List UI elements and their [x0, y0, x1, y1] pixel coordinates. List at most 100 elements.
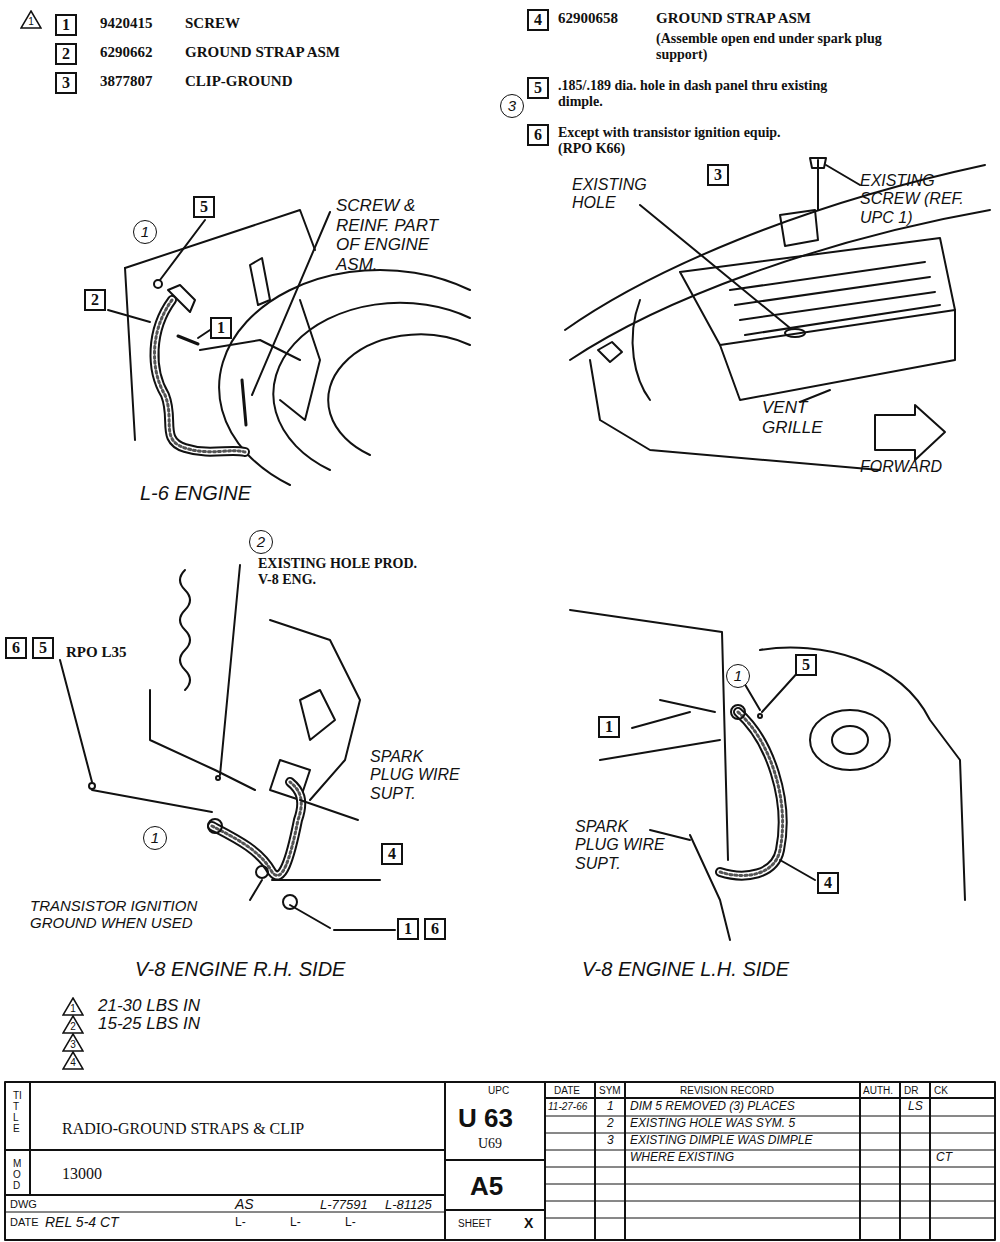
upc-code: U 63	[458, 1104, 513, 1134]
torque-value: 21-30 LBS IN	[98, 996, 200, 1016]
callout-number: 2	[62, 45, 70, 62]
part-label: SPARK PLUG WIRE SUPT.	[575, 818, 670, 873]
callout-number: 2	[257, 533, 265, 550]
table-cell: CT	[936, 1151, 952, 1165]
field-name: MOD	[13, 1158, 23, 1191]
table-heading: SHEET	[458, 1218, 491, 1230]
callout-number: 4	[824, 874, 832, 891]
part-number: 9420415	[100, 15, 153, 32]
callout-box: 3	[55, 72, 77, 94]
table-cell: WHERE EXISTING	[630, 1151, 734, 1165]
part-name: GROUND STRAP ASM	[185, 44, 340, 61]
callout-box: 4	[527, 9, 549, 31]
part-label: EXISTING SCREW (REF. UPC 1)	[860, 172, 995, 227]
callout-number: 5	[39, 639, 47, 656]
table-cell: 13000	[62, 1165, 102, 1183]
callout-box: 5	[32, 637, 54, 659]
sheet-code: A5	[470, 1172, 503, 1202]
torque-value: 15-25 LBS IN	[98, 1014, 200, 1034]
note: Except with transistor ignition equip. (…	[558, 125, 803, 157]
field-name: DATE	[10, 1216, 39, 1229]
note: (Assemble open end under spark plug supp…	[656, 31, 886, 63]
part-name: GROUND STRAP ASM	[656, 10, 811, 27]
table-cell: DIM 5 REMOVED (3) PLACES	[630, 1100, 795, 1114]
callout-box: 5	[795, 654, 817, 676]
callout-number: 4	[534, 11, 542, 28]
table-cell: AS	[235, 1196, 254, 1212]
view-title: V-8 ENGINE R.H. SIDE	[135, 958, 345, 981]
callout-box: 2	[55, 43, 77, 65]
table-cell: L-	[345, 1216, 356, 1230]
callout-number: 1	[404, 920, 412, 937]
part-name: CLIP-GROUND	[185, 73, 293, 90]
table-heading: REVISION RECORD	[680, 1085, 774, 1097]
view-title: L-6 ENGINE	[140, 482, 251, 505]
torque-triangle: 1	[62, 997, 84, 1016]
callout-box: 1	[397, 918, 419, 940]
part-label: EXISTING HOLE	[572, 176, 687, 213]
field-name: TITLE	[13, 1090, 23, 1134]
torque-triangle: 4	[62, 1051, 84, 1070]
callout-box: 4	[381, 843, 403, 865]
part-number: 62900658	[558, 10, 618, 27]
table-heading: DATE	[554, 1085, 580, 1097]
callout-number: 1	[20, 10, 42, 28]
table-cell: X	[524, 1215, 533, 1231]
callout-circle: 3	[500, 94, 524, 118]
callout-number: 5	[802, 656, 810, 673]
table-cell: LS	[908, 1100, 923, 1114]
callout-circle: 1	[133, 220, 157, 244]
table-cell: L-	[290, 1216, 301, 1230]
upc-code: U69	[478, 1136, 502, 1152]
callout-number: 5	[534, 79, 542, 96]
callout-number: 3	[62, 1033, 84, 1051]
callout-number: 2	[91, 291, 99, 308]
callout-box: 1	[55, 14, 77, 36]
table-heading: SYM	[599, 1085, 621, 1097]
table-heading: DR	[904, 1085, 918, 1097]
table-cell: 1	[607, 1100, 614, 1114]
callout-box: 2	[84, 289, 106, 311]
callout-box: 6	[424, 918, 446, 940]
callout-box: 5	[193, 196, 215, 218]
table-cell: EXISTING DIMPLE WAS DIMPLE	[630, 1134, 812, 1148]
callout-number: 2	[62, 1015, 84, 1033]
callout-box: 1	[598, 716, 620, 738]
field-name: DWG	[10, 1198, 37, 1211]
torque-triangle: 1	[20, 10, 42, 29]
callout-box: 4	[817, 872, 839, 894]
callout-box: 1	[210, 317, 232, 339]
callout-number: 5	[200, 198, 208, 215]
callout-number: 4	[62, 1051, 84, 1069]
direction-label: FORWARD	[860, 458, 942, 476]
callout-number: 3	[62, 74, 70, 91]
table-cell: L-81125	[385, 1198, 432, 1213]
callout-circle: 2	[249, 530, 273, 554]
part-number: 6290662	[100, 44, 153, 61]
view-title: V-8 ENGINE L.H. SIDE	[582, 958, 789, 981]
part-name: SCREW	[185, 15, 240, 32]
note: EXISTING HOLE PROD. V-8 ENG.	[258, 556, 428, 588]
part-number: 3877807	[100, 73, 153, 90]
callout-number: 1	[62, 997, 84, 1015]
callout-circle: 1	[143, 826, 167, 850]
callout-box: 6	[527, 124, 549, 146]
callout-number: 6	[534, 126, 542, 143]
callout-number: 1	[605, 718, 613, 735]
part-label: SCREW & REINF. PART OF ENGINE ASM.	[336, 196, 451, 274]
part-label: TRANSISTOR IGNITION GROUND WHEN USED	[30, 897, 260, 932]
callout-circle: 1	[726, 664, 750, 688]
callout-number: 3	[714, 166, 722, 183]
callout-number: 1	[151, 829, 159, 846]
note: .185/.189 dia. hole in dash panel thru e…	[558, 78, 843, 110]
callout-number: 4	[388, 845, 396, 862]
table-heading: AUTH.	[863, 1085, 893, 1097]
callout-number: 6	[431, 920, 439, 937]
callout-number: 1	[62, 16, 70, 33]
table-heading: UPC	[488, 1085, 509, 1097]
callout-number: 1	[217, 319, 225, 336]
table-cell: EXISTING HOLE WAS SYM. 5	[630, 1117, 795, 1131]
callout-box: 5	[527, 77, 549, 99]
callout-number: 1	[734, 667, 742, 684]
